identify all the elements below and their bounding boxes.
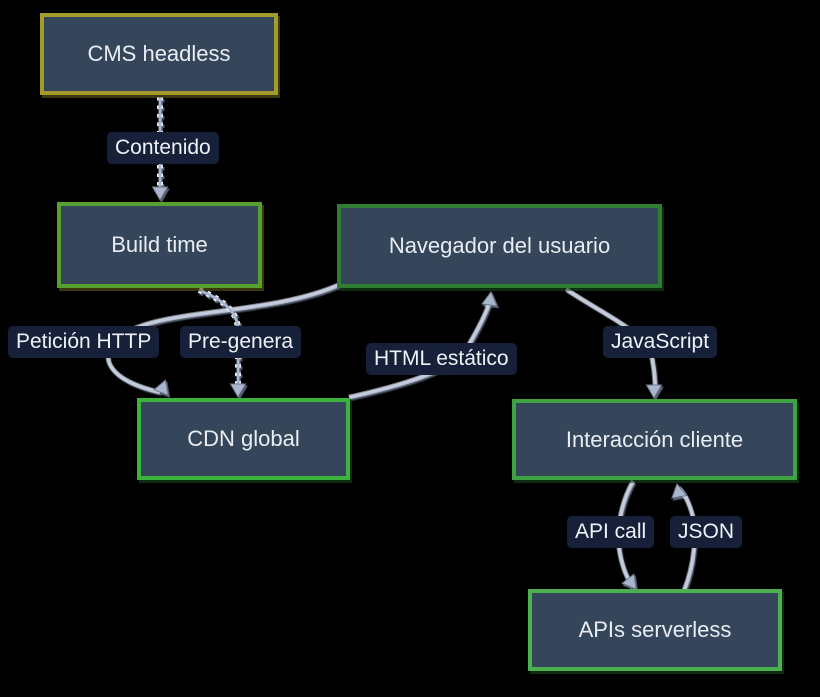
edge-label-json: JSON [670, 516, 743, 549]
edge-label-contenido: Contenido [107, 132, 219, 165]
node-build-time: Build time [57, 202, 262, 288]
node-interaccion-cliente-label: Interacción cliente [565, 426, 744, 452]
edge-label-peticion-http: Petición HTTP [8, 326, 160, 359]
node-cms-headless: CMS headless [40, 13, 278, 95]
arrowhead-html [481, 290, 499, 307]
arrowhead-javascript [646, 384, 662, 399]
edge-label-pre-genera: Pre-genera [180, 326, 302, 359]
node-cdn-global-label: CDN global [187, 426, 300, 451]
edge-label-api-call: API call [567, 516, 655, 549]
node-apis-serverless: APIs serverless [528, 589, 782, 671]
node-cdn-global: CDN global [137, 398, 350, 480]
node-build-time-label: Build time [111, 232, 208, 257]
arrowhead-contenido [152, 186, 168, 201]
node-cms-headless-label: CMS headless [87, 41, 231, 66]
node-interaccion-cliente: Interacción cliente [512, 399, 797, 480]
arrowhead-peticion [153, 379, 175, 401]
node-navegador-usuario-label: Navegador del usuario [388, 233, 611, 258]
edge-label-javascript: JavaScript [603, 326, 718, 359]
edge-label-html-estatico: HTML estático [366, 343, 517, 376]
arrowhead-pre-genera [230, 383, 246, 398]
node-apis-serverless-label: APIs serverless [578, 617, 732, 642]
node-navegador-usuario: Navegador del usuario [337, 204, 662, 288]
